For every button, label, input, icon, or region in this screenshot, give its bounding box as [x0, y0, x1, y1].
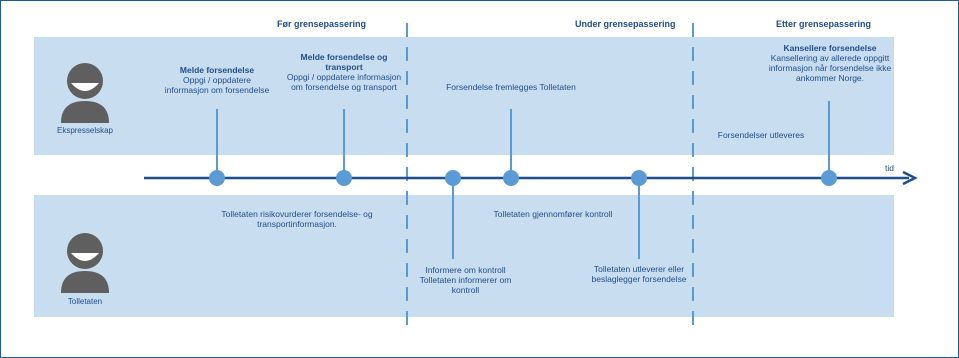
event-body: Oppgi / oppdatere informasjon om forsend…: [164, 75, 270, 95]
phase-during-label: Under grensepassering: [575, 19, 676, 29]
node-b4: [631, 170, 647, 186]
phase-before-label: Før grensepassering: [277, 19, 367, 29]
node-b2: [445, 170, 461, 186]
event-forsendelser-utleveres: Forsendelser utleveres: [701, 130, 821, 140]
event-melde-forsendelse-og-transport: Melde forsendelse og transport Oppgi / o…: [284, 52, 404, 92]
lane-ekspresselskap: [34, 37, 894, 155]
tolletaten-avatar-icon: [61, 233, 109, 293]
event-body: Forsendelser utleveres: [717, 130, 805, 140]
node-e3: [503, 170, 519, 186]
time-axis-arrowhead: [902, 170, 918, 186]
event-melde-forsendelse: Melde forsendelse Oppgi / oppdatere info…: [162, 65, 272, 95]
phase-after-label: Etter grensepassering: [776, 19, 872, 29]
actor-label-ekspresselskap: Ekspresselskap: [56, 126, 114, 135]
event-kansellere-forsendelse: Kansellere forsendelse Kansellering av a…: [764, 43, 896, 83]
ekspresselskap-avatar-icon: [61, 63, 109, 123]
event-body: Tolletaten risikovurderer forsendelse- o…: [221, 209, 373, 229]
event-body: Tolletaten gjennomfører kontroll: [493, 209, 613, 219]
node-e5: [821, 170, 837, 186]
event-body: Informere om kontroll Tolletaten informe…: [419, 265, 512, 295]
event-body: Forsendelse fremlegges Tolletaten: [446, 82, 576, 92]
node-e2: [336, 170, 352, 186]
event-utleverer-beslaglegger: Tolletaten utleverer eller beslaglegger …: [569, 264, 709, 284]
event-title: Melde forsendelse og transport: [300, 52, 388, 72]
lane-tolletaten: [34, 195, 894, 317]
event-title: Kansellere forsendelse: [783, 43, 877, 53]
event-body: Tolletaten utleverer eller beslaglegger …: [591, 264, 687, 284]
event-body: Oppgi / oppdatere informasjon om forsend…: [286, 72, 402, 92]
actor-label-tolletaten: Tolletaten: [67, 297, 103, 306]
event-title: Melde forsendelse: [179, 65, 255, 75]
axis-label-tid: tid: [885, 163, 894, 173]
event-risikovurdering: Tolletaten risikovurderer forsendelse- o…: [197, 209, 397, 229]
event-body: Kansellering av allerede oppgitt informa…: [768, 53, 892, 83]
event-forsendelse-fremlegges: Forsendelse fremlegges Tolletaten: [446, 82, 576, 92]
event-informere-om-kontroll: Informere om kontroll Tolletaten informe…: [408, 265, 523, 295]
node-e1: [209, 170, 225, 186]
event-gjennomforer-kontroll: Tolletaten gjennomfører kontroll: [493, 209, 613, 219]
